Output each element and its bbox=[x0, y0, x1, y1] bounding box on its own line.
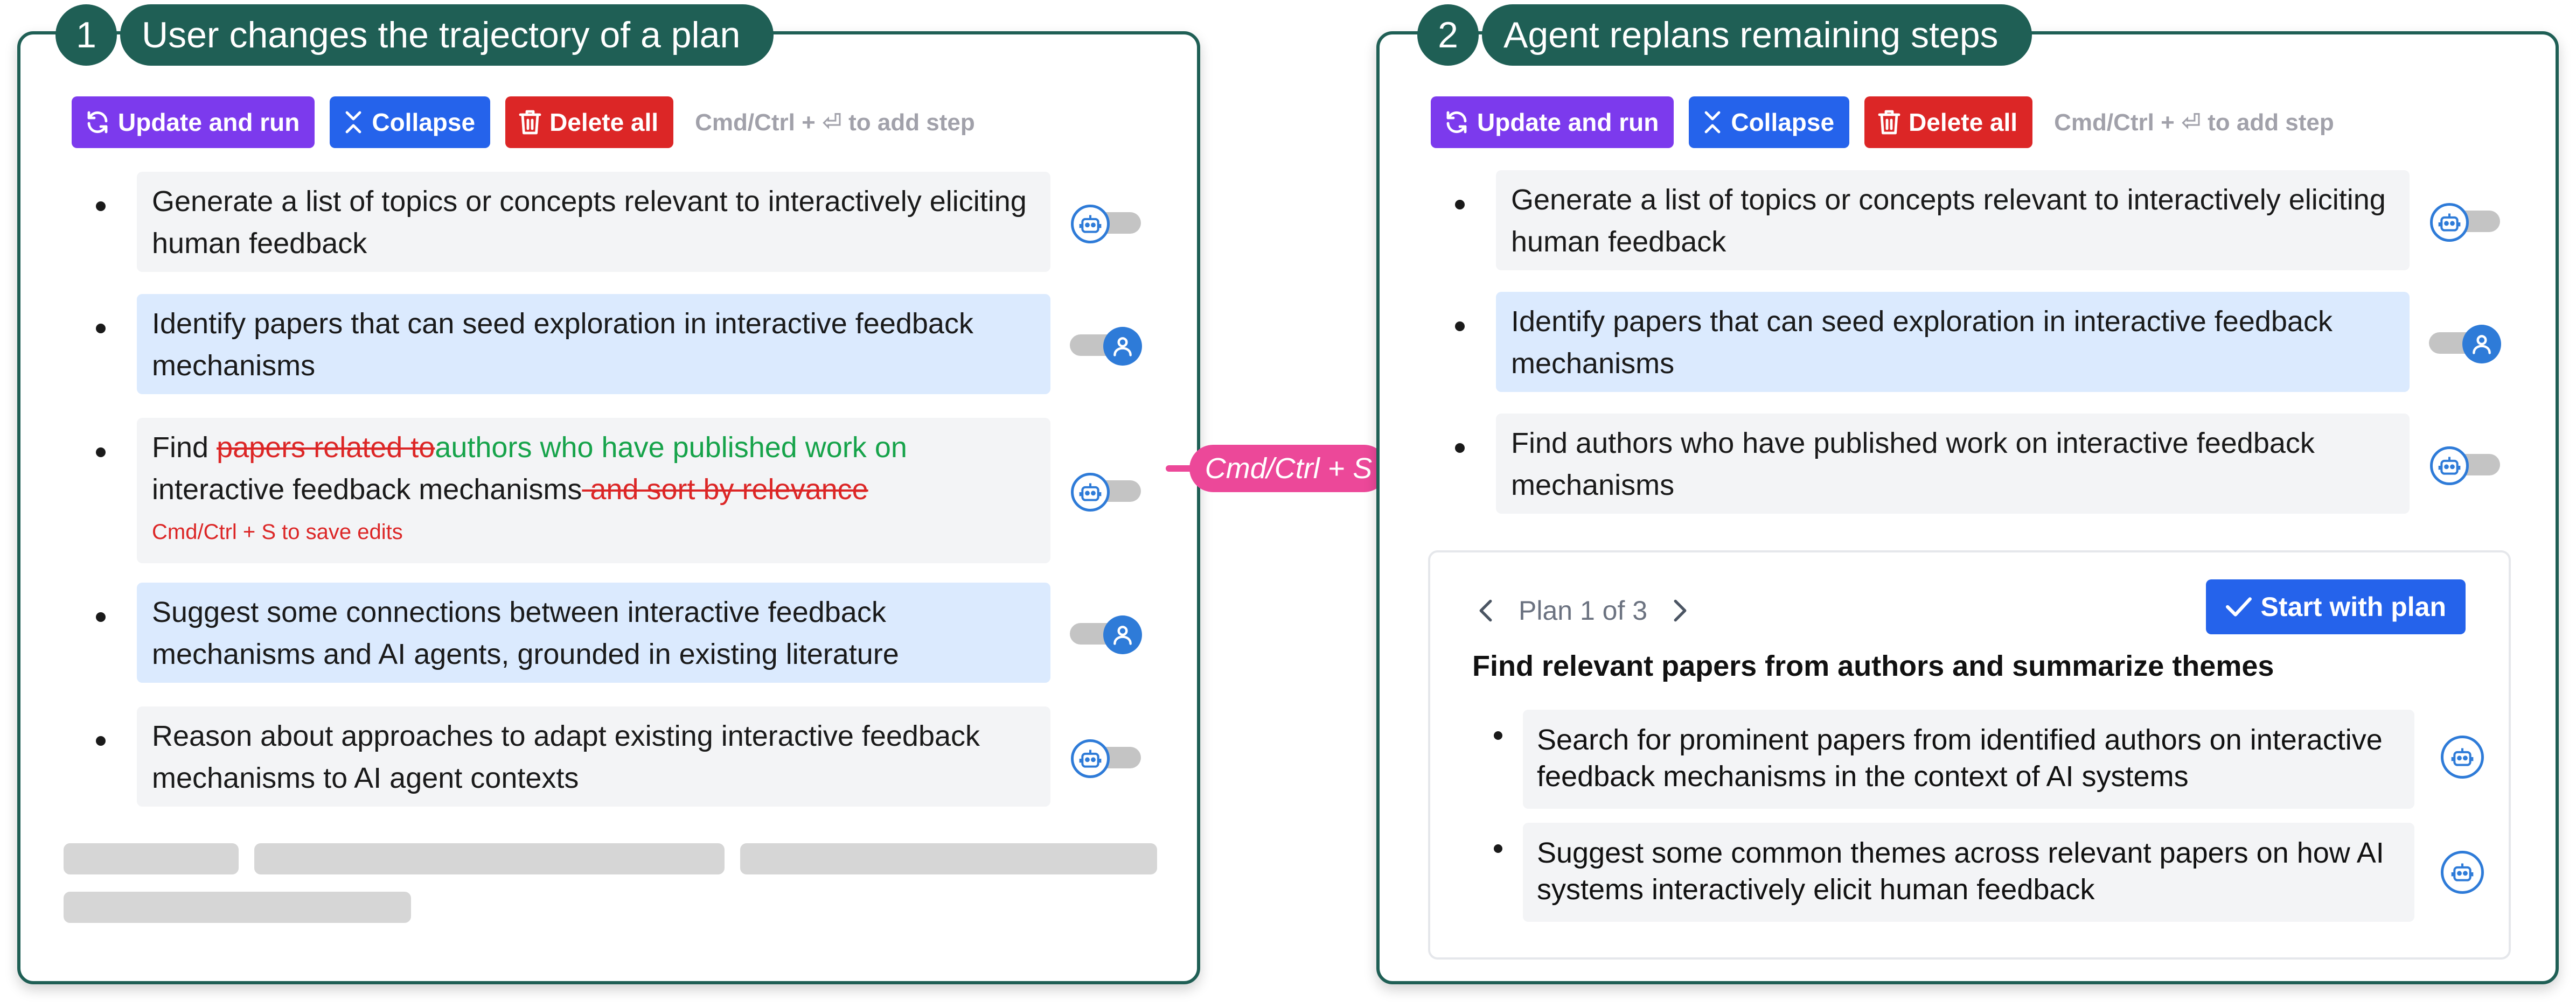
save-edits-hint: Cmd/Ctrl + S to save edits bbox=[152, 520, 403, 544]
delete-all-label: Delete all bbox=[1909, 108, 2018, 136]
proposed-step-text: Search for prominent papers from identif… bbox=[1523, 710, 2414, 809]
agent-human-toggle[interactable] bbox=[1070, 327, 1142, 366]
panel-title: Agent replans remaining steps bbox=[1482, 4, 2032, 66]
collapse-label: Collapse bbox=[372, 108, 476, 136]
robot-icon bbox=[2430, 446, 2469, 485]
robot-icon bbox=[2441, 851, 2484, 894]
proposed-plan-card: Plan 1 of 3 Start with plan Find relevan… bbox=[1428, 550, 2511, 960]
plan-title: Find relevant papers from authors and su… bbox=[1472, 650, 2274, 682]
robot-icon bbox=[1071, 739, 1110, 778]
step-bullet bbox=[96, 324, 106, 333]
panel-header: 1 User changes the trajectory of a plan bbox=[55, 4, 774, 66]
collapse-button[interactable]: Collapse bbox=[1689, 96, 1850, 148]
plan-index-label: Plan 1 of 3 bbox=[1519, 596, 1648, 626]
collapse-icon bbox=[1704, 111, 1721, 134]
plan-pager: Plan 1 of 3 bbox=[1472, 589, 1694, 632]
refresh-icon bbox=[1446, 111, 1467, 134]
step-text[interactable]: Reason about approaches to adapt existin… bbox=[137, 706, 1050, 807]
agent-human-toggle[interactable] bbox=[2429, 325, 2501, 363]
step-bullet bbox=[1494, 844, 1502, 853]
robot-icon bbox=[1071, 205, 1110, 243]
update-and-run-button[interactable]: Update and run bbox=[72, 96, 315, 148]
agent-human-toggle[interactable] bbox=[1071, 205, 1141, 243]
plan-toolbar: Update and run Collapse Delete all Cmd/C… bbox=[72, 96, 975, 148]
add-step-hint: Cmd/Ctrl + ⏎ to add step bbox=[695, 109, 975, 136]
robot-icon bbox=[2441, 736, 2484, 779]
loading-skeleton bbox=[64, 843, 239, 874]
refresh-icon bbox=[87, 111, 108, 134]
collapse-button[interactable]: Collapse bbox=[330, 96, 491, 148]
step-bullet bbox=[1455, 200, 1465, 209]
deleted-text: papers related to bbox=[217, 431, 435, 464]
panel-user-changes-trajectory: 1 User changes the trajectory of a plan … bbox=[17, 4, 1200, 984]
edit-unchanged-text: Find bbox=[152, 431, 217, 464]
agent-human-toggle[interactable] bbox=[2430, 446, 2500, 485]
update-and-run-label: Update and run bbox=[118, 108, 300, 136]
delete-all-label: Delete all bbox=[549, 108, 659, 136]
chevron-right-icon[interactable] bbox=[1667, 589, 1694, 632]
user-icon bbox=[1103, 327, 1142, 366]
collapse-label: Collapse bbox=[1731, 108, 1835, 136]
step-number-badge: 2 bbox=[1417, 4, 1479, 66]
loading-skeleton bbox=[64, 892, 411, 923]
plan-toolbar: Update and run Collapse Delete all Cmd/C… bbox=[1431, 96, 2334, 148]
step-text[interactable]: Identify papers that can seed exploratio… bbox=[1496, 292, 2410, 392]
step-text[interactable]: Suggest some connections between interac… bbox=[137, 583, 1050, 683]
user-icon bbox=[2462, 325, 2501, 363]
step-number-badge: 1 bbox=[55, 4, 117, 66]
update-and-run-label: Update and run bbox=[1477, 108, 1659, 136]
step-bullet bbox=[1455, 321, 1465, 331]
start-with-plan-button[interactable]: Start with plan bbox=[2205, 579, 2466, 634]
delete-all-button[interactable]: Delete all bbox=[505, 96, 674, 148]
panel-header: 2 Agent replans remaining steps bbox=[1417, 4, 2032, 66]
step-text[interactable]: Identify papers that can seed exploratio… bbox=[137, 294, 1050, 394]
step-bullet bbox=[96, 736, 106, 746]
panel-agent-replans: 2 Agent replans remaining steps Update a… bbox=[1376, 4, 2559, 984]
agent-human-toggle[interactable] bbox=[2430, 203, 2500, 242]
agent-human-toggle[interactable] bbox=[1070, 615, 1142, 654]
panel-title: User changes the trajectory of a plan bbox=[120, 4, 774, 66]
step-bullet bbox=[1494, 731, 1502, 740]
step-text[interactable]: Find authors who have published work on … bbox=[1496, 414, 2410, 514]
robot-icon bbox=[2430, 203, 2469, 242]
update-and-run-button[interactable]: Update and run bbox=[1431, 96, 1674, 148]
add-step-hint: Cmd/Ctrl + ⏎ to add step bbox=[2054, 109, 2334, 136]
deleted-text: and sort by relevance bbox=[582, 473, 868, 506]
edit-unchanged-text: interactive feedback mechanisms bbox=[152, 473, 582, 506]
loading-skeleton bbox=[740, 843, 1157, 874]
delete-all-button[interactable]: Delete all bbox=[1864, 96, 2033, 148]
step-bullet bbox=[96, 201, 106, 211]
chevron-left-icon[interactable] bbox=[1472, 589, 1499, 632]
step-text[interactable]: Generate a list of topics or concepts re… bbox=[137, 172, 1050, 272]
robot-icon bbox=[1071, 473, 1110, 512]
trash-icon bbox=[519, 110, 541, 135]
step-bullet bbox=[96, 447, 106, 457]
proposed-step-text: Suggest some common themes across releva… bbox=[1523, 823, 2414, 922]
step-edit-field[interactable]: Find papers related toauthors who have p… bbox=[137, 418, 1050, 563]
loading-skeleton bbox=[254, 843, 725, 874]
agent-human-toggle[interactable] bbox=[1071, 473, 1141, 512]
collapse-icon bbox=[345, 111, 361, 134]
agent-human-toggle[interactable] bbox=[1071, 739, 1141, 778]
inserted-text: authors who have published work on bbox=[435, 431, 907, 464]
check-icon bbox=[2225, 597, 2252, 617]
step-bullet bbox=[96, 612, 106, 622]
save-shortcut-label: Cmd/Ctrl + S bbox=[1189, 445, 1388, 492]
step-bullet bbox=[1455, 443, 1465, 453]
user-icon bbox=[1103, 615, 1142, 654]
trash-icon bbox=[1878, 110, 1900, 135]
start-with-plan-label: Start with plan bbox=[2260, 592, 2446, 622]
step-text[interactable]: Generate a list of topics or concepts re… bbox=[1496, 170, 2410, 270]
